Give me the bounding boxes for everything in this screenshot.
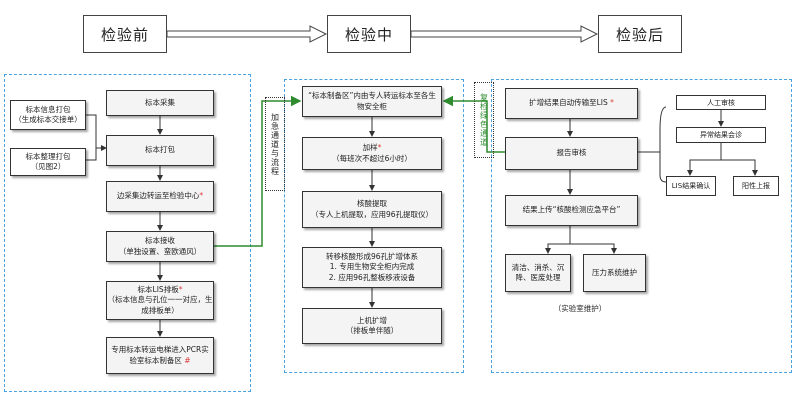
hash-mark: # — [184, 355, 191, 365]
rush-channel-box: 加急通道与流程 — [265, 97, 285, 191]
prep-area-text: “标本制备区”内由专人转运标本至各生物安全柜 — [308, 91, 436, 111]
clean-box: 清洁、消杀、沉降、医废处理 — [505, 254, 571, 292]
extract-sub: （专人上机提取，应用96孔提取仪） — [310, 209, 434, 219]
amp-system-line2: 2. 应用96孔整板移液设备 — [328, 272, 416, 282]
transport-text: 边采集边转运至检验中心* — [116, 191, 204, 201]
upload-text: 结果上传“核酸检测应急平台” — [522, 205, 621, 215]
positive-report-box: 阳性上报 — [733, 176, 779, 196]
phase-after-box: 检验后 — [598, 15, 682, 53]
extract-title: 核酸提取 — [357, 199, 387, 209]
machine-amp-sub: （排板单伴随） — [345, 326, 399, 335]
phase-arrow-1 — [166, 25, 328, 43]
pack-box: 标本打包 — [106, 135, 214, 166]
lis-board-sub: （标本信息与孔位一一对应，生成排板单） — [107, 295, 213, 315]
pressure-text: 压力系统维护 — [592, 267, 637, 277]
positive-report-text: 阳性上报 — [742, 182, 770, 190]
lis-confirm-text: LIS结果确认 — [671, 182, 711, 190]
side-info-pack-text: 标本信息打包 （生成标本交接单） — [14, 104, 82, 124]
recheck-channel-box: 复检绿色通道 — [474, 82, 494, 158]
extract-box: 核酸提取 （专人上机提取，应用96孔提取仪） — [302, 191, 442, 228]
lis-board-title: 标本LIS排板* — [137, 285, 183, 295]
elevator-box: 专用标本转运电梯进入PCR实验室标本制备区 # — [106, 337, 214, 374]
maintenance-caption: （实验室维护） — [553, 304, 607, 313]
sample-add-title: 加样* — [362, 143, 382, 153]
manual-review-text: 人工审核 — [707, 98, 735, 107]
amp-system-line1: 1. 专用生物安全柜内完成 — [329, 262, 415, 272]
sample-add-sub: （每班次不超过6小时） — [332, 153, 412, 163]
lis-board-box: 标本LIS排板* （标本信息与孔位一一对应，生成排板单） — [106, 281, 214, 320]
collect-box: 标本采集 — [106, 90, 214, 116]
abnormal-consult-box: 异常结果会诊 — [676, 127, 766, 143]
abnormal-consult-text: 异常结果会诊 — [700, 131, 742, 139]
receive-title: 标本接收 — [145, 236, 175, 246]
asterisk-mark: * — [610, 98, 614, 108]
receive-box: 标本接收 （单独设置、蛮欧通风） — [106, 231, 214, 262]
phase-after-label: 检验后 — [615, 25, 664, 44]
phase-during-label: 检验中 — [344, 25, 393, 44]
amp-system-title: 转移核酸形成96孔扩增体系 — [325, 252, 419, 262]
report-review-text: 报告审核 — [556, 148, 587, 158]
asterisk-mark: * — [377, 143, 382, 153]
machine-amp-title: 上机扩增 — [357, 315, 387, 325]
transport-box: 边采集边转运至检验中心* — [106, 181, 214, 212]
rush-channel-text: 加急通道与流程 — [270, 112, 280, 176]
receive-sub: （单独设置、蛮欧通风） — [118, 246, 202, 256]
collect-text: 标本采集 — [145, 97, 175, 107]
phase-before-label: 检验前 — [100, 25, 149, 44]
recheck-channel-text: 复检绿色通道 — [479, 93, 489, 147]
manual-review-box: 人工审核 — [676, 95, 766, 110]
phase-during-box: 检验中 — [327, 15, 411, 53]
phase-before-box: 检验前 — [83, 15, 167, 53]
machine-amp-box: 上机扩增 （排板单伴随） — [302, 308, 442, 344]
side-info-pack-box: 标本信息打包 （生成标本交接单） — [10, 100, 86, 130]
pre-section-container — [4, 74, 251, 392]
elevator-text: 专用标本转运电梯进入PCR实验室标本制备区 # — [111, 345, 209, 365]
mid-section-container — [284, 79, 464, 373]
prep-area-box: “标本制备区”内由专人转运标本至各生物安全柜 — [302, 86, 442, 117]
amp-system-box: 转移核酸形成96孔扩增体系 1. 专用生物安全柜内完成 2. 应用96孔整板移液… — [302, 247, 442, 288]
pack-text: 标本打包 — [145, 145, 175, 155]
report-review-box: 报告审核 — [505, 137, 638, 170]
clean-text: 清洁、消杀、沉降、医废处理 — [511, 262, 565, 282]
pressure-box: 压力系统维护 — [583, 254, 646, 292]
auto-transfer-box: 扩增结果自动传输至LIS * — [505, 88, 638, 119]
asterisk-mark: * — [178, 285, 183, 295]
phase-arrow-2 — [410, 25, 599, 43]
side-sort-pack-box: 标本整理打包 （见图2） — [10, 148, 86, 176]
side-sort-pack-text: 标本整理打包 （见图2） — [25, 151, 71, 171]
auto-transfer-text: 扩增结果自动传输至LIS * — [529, 98, 614, 108]
post-section-container — [491, 79, 792, 373]
sample-add-box: 加样* （每班次不超过6小时） — [302, 137, 442, 170]
asterisk-mark: * — [199, 191, 204, 201]
upload-box: 结果上传“核酸检测应急平台” — [505, 195, 638, 226]
lis-confirm-box: LIS结果确认 — [666, 176, 716, 196]
